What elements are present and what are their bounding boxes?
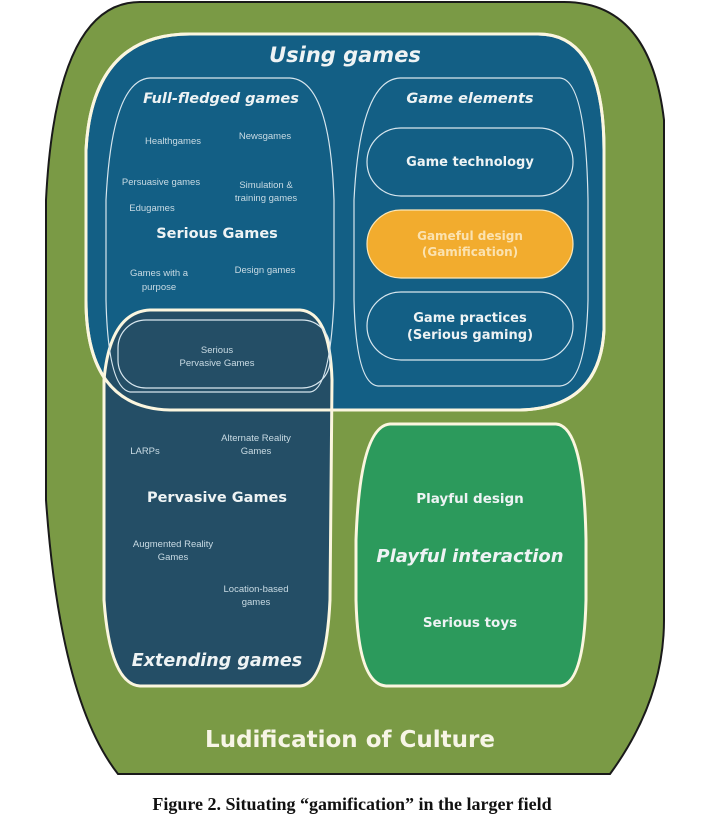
full-fledged-games-region <box>105 77 335 393</box>
item-simulation-line1: Simulation & <box>239 180 293 191</box>
item-gwap-line2: purpose <box>142 282 176 293</box>
using-games-outline <box>84 32 606 412</box>
item-healthgames: Healthgames <box>145 136 201 147</box>
game-technology-label: Game technology <box>406 155 534 170</box>
game-technology-pill <box>366 127 574 197</box>
ludification-label: Ludification of Culture <box>205 727 495 753</box>
game-elements-region <box>353 77 589 387</box>
serious-pervasive-line1: Serious <box>201 345 233 356</box>
item-location-line2: games <box>242 597 271 608</box>
item-gwap-line1: Games with a <box>130 268 189 279</box>
item-location-line1: Location-based <box>224 584 289 595</box>
game-elements-label: Game elements <box>406 91 534 107</box>
pervasive-games-label: Pervasive Games <box>147 490 287 506</box>
item-newsgames: Newsgames <box>239 131 292 142</box>
extending-games-label: Extending games <box>132 651 302 671</box>
full-fledged-games-label: Full-fledged games <box>143 91 299 107</box>
gamification-pill <box>366 209 574 279</box>
item-edugames: Edugames <box>129 203 175 214</box>
gamification-label: (Gamification) <box>422 245 518 259</box>
playful-interaction-label: Playful interaction <box>376 546 563 567</box>
item-larps: LARPs <box>130 446 160 457</box>
figure-caption: Figure 2. Situating “gamification” in th… <box>152 794 551 814</box>
game-practices-label: Game practices <box>413 311 527 326</box>
serious-pervasive-line2: Pervasive Games <box>180 358 255 369</box>
playful-interaction-region <box>354 422 588 688</box>
item-simulation-line2: training games <box>235 193 298 204</box>
item-arg-line2: Games <box>241 446 272 457</box>
serious-toys-label: Serious toys <box>423 615 517 631</box>
game-practices-pill <box>366 291 574 361</box>
serious-games-label: Serious Games <box>156 226 278 242</box>
item-arg-line1: Alternate Reality <box>221 433 291 444</box>
serious-pervasive-games-box <box>117 319 331 389</box>
item-augmented-line2: Games <box>158 552 189 563</box>
playful-design-label: Playful design <box>416 491 524 507</box>
using-games-label: Using games <box>269 43 421 67</box>
item-design-games: Design games <box>235 265 296 276</box>
item-persuasive-games: Persuasive games <box>122 177 200 188</box>
gameful-design-label: Gameful design <box>417 229 523 243</box>
serious-gaming-label: (Serious gaming) <box>407 328 533 343</box>
item-augmented-line1: Augmented Reality <box>133 539 214 550</box>
